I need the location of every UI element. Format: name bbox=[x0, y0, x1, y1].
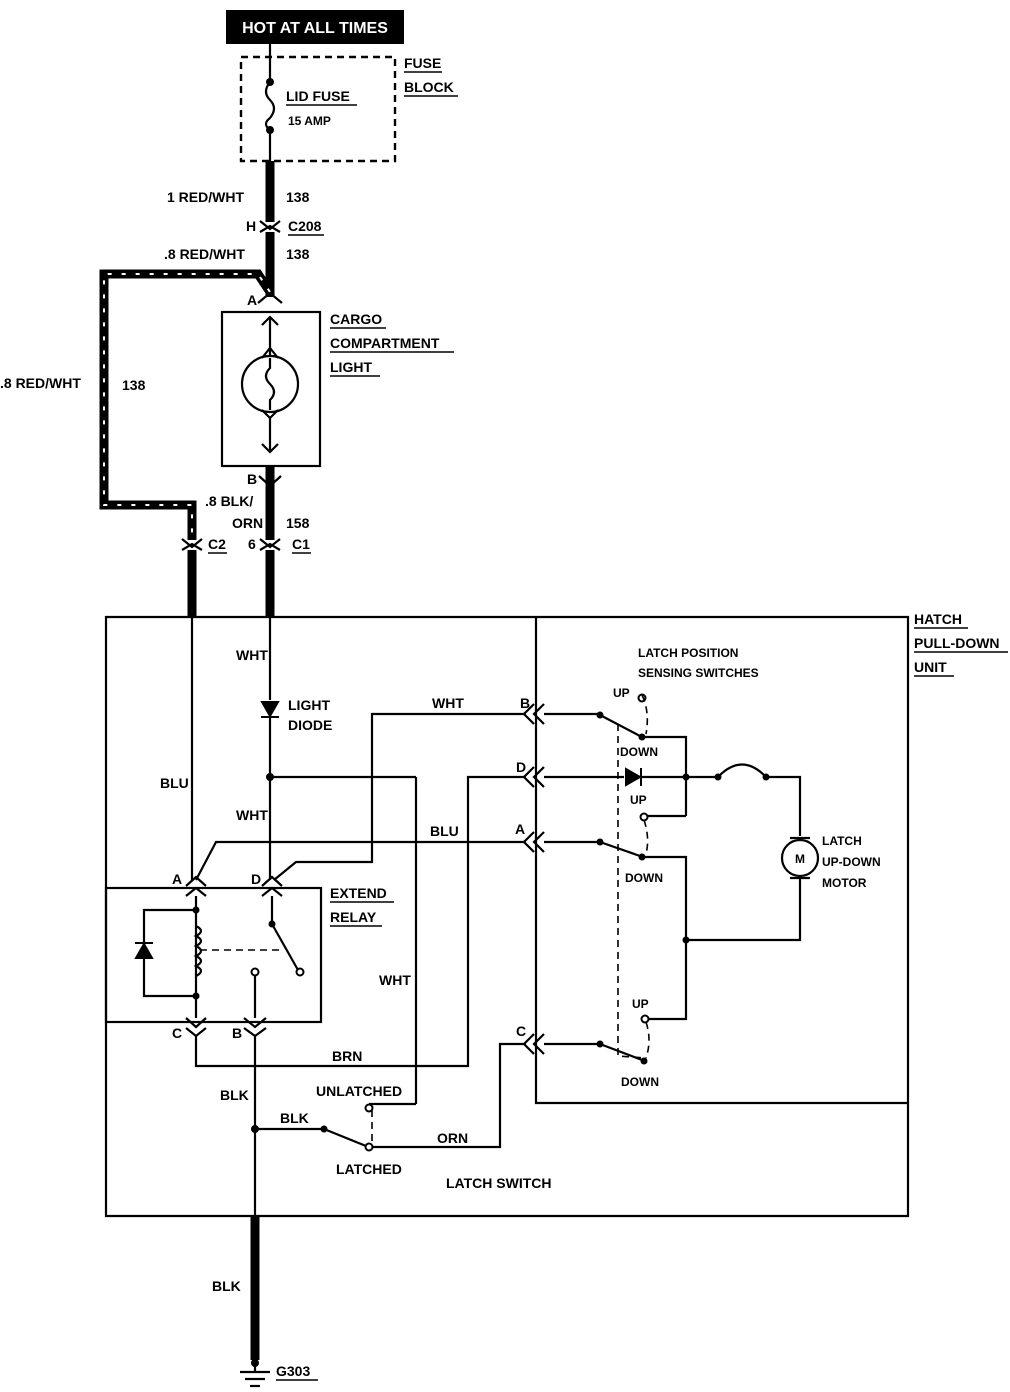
cargo-pin-a: A bbox=[247, 292, 257, 308]
cargo-label-2: COMPARTMENT bbox=[330, 335, 440, 351]
hatch-label-3: UNIT bbox=[914, 659, 947, 675]
connector-c1 bbox=[259, 538, 281, 551]
cargo-pin-b: B bbox=[247, 471, 257, 487]
left-loop-wire-label: .8 RED/WHT bbox=[0, 375, 81, 391]
sensing-pin-a bbox=[522, 831, 545, 853]
switch-linkage bbox=[617, 724, 647, 1059]
blu-mid-label: BLU bbox=[430, 823, 459, 839]
hatch-label-2: PULL-DOWN bbox=[914, 635, 1000, 651]
sensing-pin-c-label: C bbox=[516, 1023, 526, 1039]
top-circuit-label: 138 bbox=[286, 189, 310, 205]
ground-wire-label: BLK bbox=[212, 1278, 241, 1294]
light-out-wire-2: ORN bbox=[232, 515, 263, 531]
relay-coil-symbol bbox=[193, 925, 203, 977]
c208-pin: H bbox=[246, 218, 256, 234]
c1-label: C1 bbox=[292, 536, 310, 552]
top-wire-label: 1 RED/WHT bbox=[167, 189, 244, 205]
fuse-block-label-2: BLOCK bbox=[404, 79, 454, 95]
orn-label: ORN bbox=[437, 1130, 468, 1146]
light-out-circuit: 158 bbox=[286, 515, 310, 531]
motor-symbol: M bbox=[795, 852, 805, 866]
sensing-pin-a-label: A bbox=[515, 821, 525, 837]
relay-pin-c-label: C bbox=[172, 1025, 182, 1041]
sensing-label-2: SENSING SWITCHES bbox=[638, 666, 759, 680]
cargo-label-3: LIGHT bbox=[330, 359, 372, 375]
hatch-unit-box bbox=[104, 615, 910, 1218]
fuse-block-box bbox=[239, 55, 397, 163]
hot-banner bbox=[226, 10, 404, 44]
sensing-label-1: LATCH POSITION bbox=[638, 646, 738, 660]
latch-switch-label: LATCH SWITCH bbox=[446, 1175, 552, 1191]
wht-top-label: WHT bbox=[236, 647, 268, 663]
branch-circuit-label: 138 bbox=[286, 246, 310, 262]
relay-pin-a-label: A bbox=[172, 871, 182, 887]
relay-pin-a bbox=[185, 875, 207, 897]
relay-pin-d bbox=[261, 875, 283, 897]
ground-icon bbox=[240, 1363, 270, 1388]
fuse-rating: 15 AMP bbox=[288, 114, 331, 128]
down2-label: DOWN bbox=[625, 871, 663, 885]
blk-switch-label: BLK bbox=[280, 1110, 309, 1126]
left-loop-circuit-label: 138 bbox=[122, 377, 146, 393]
wht-right-label: WHT bbox=[379, 972, 411, 988]
wht-mid-label: WHT bbox=[236, 807, 268, 823]
blk-low-label: BLK bbox=[220, 1087, 249, 1103]
sensing-pin-d bbox=[522, 766, 545, 788]
sensing-pin-d-label: D bbox=[516, 759, 526, 775]
motor-label-1: LATCH bbox=[822, 834, 862, 848]
c2-label: C2 bbox=[208, 536, 226, 552]
connector-c208 bbox=[259, 220, 281, 233]
up2-label: UP bbox=[630, 793, 647, 807]
unlatched-label: UNLATCHED bbox=[316, 1083, 402, 1099]
branch-wire-label: .8 RED/WHT bbox=[164, 246, 245, 262]
hot-banner-label: HOT AT ALL TIMES bbox=[242, 20, 388, 37]
relay-pin-b bbox=[243, 1017, 267, 1038]
blu-left-label: BLU bbox=[160, 775, 189, 791]
sensing-pin-c bbox=[522, 1033, 545, 1055]
relay-pin-b-label: B bbox=[232, 1025, 242, 1041]
sensing-pin-b-label: B bbox=[520, 695, 530, 711]
motor-label-3: MOTOR bbox=[822, 876, 867, 890]
motor-diode-symbol bbox=[625, 767, 643, 787]
motor-icon bbox=[780, 838, 820, 878]
fuse-symbol bbox=[264, 81, 276, 131]
c208-label: C208 bbox=[288, 218, 322, 234]
diode-label-2: DIODE bbox=[288, 717, 332, 733]
sensing-pin-b bbox=[522, 703, 545, 725]
extend-relay-box bbox=[104, 886, 323, 1024]
down3-label: DOWN bbox=[621, 1075, 659, 1089]
bulb-icon bbox=[240, 354, 300, 414]
relay-pin-c bbox=[185, 1017, 207, 1038]
brn-label: BRN bbox=[332, 1048, 362, 1064]
relay-diode-symbol bbox=[134, 941, 154, 959]
light-diode-symbol bbox=[260, 701, 280, 719]
diode-label-1: LIGHT bbox=[288, 697, 330, 713]
motor-label-2: UP-DOWN bbox=[822, 855, 881, 869]
down1-label: DOWN bbox=[620, 745, 658, 759]
relay-label-2: RELAY bbox=[330, 909, 377, 925]
fuse-block-label-1: FUSE bbox=[404, 55, 441, 71]
c1-pin: 6 bbox=[248, 536, 256, 552]
ground-id: G303 bbox=[276, 1363, 310, 1379]
up3-label: UP bbox=[632, 997, 649, 1011]
light-out-wire-1: .8 BLK/ bbox=[205, 493, 253, 509]
motor-breaker-symbol bbox=[717, 763, 767, 778]
cargo-pin-a-connector bbox=[257, 291, 283, 304]
left-loop-wire bbox=[99, 269, 274, 540]
connector-c2 bbox=[181, 538, 203, 551]
up1-label: UP bbox=[613, 686, 630, 700]
wht-relay-label: WHT bbox=[432, 695, 464, 711]
hatch-label-1: HATCH bbox=[914, 611, 962, 627]
relay-label-1: EXTEND bbox=[330, 885, 387, 901]
relay-pin-d-label: D bbox=[251, 871, 261, 887]
fuse-name: LID FUSE bbox=[286, 88, 350, 104]
latched-label: LATCHED bbox=[336, 1161, 402, 1177]
cargo-label-1: CARGO bbox=[330, 311, 382, 327]
